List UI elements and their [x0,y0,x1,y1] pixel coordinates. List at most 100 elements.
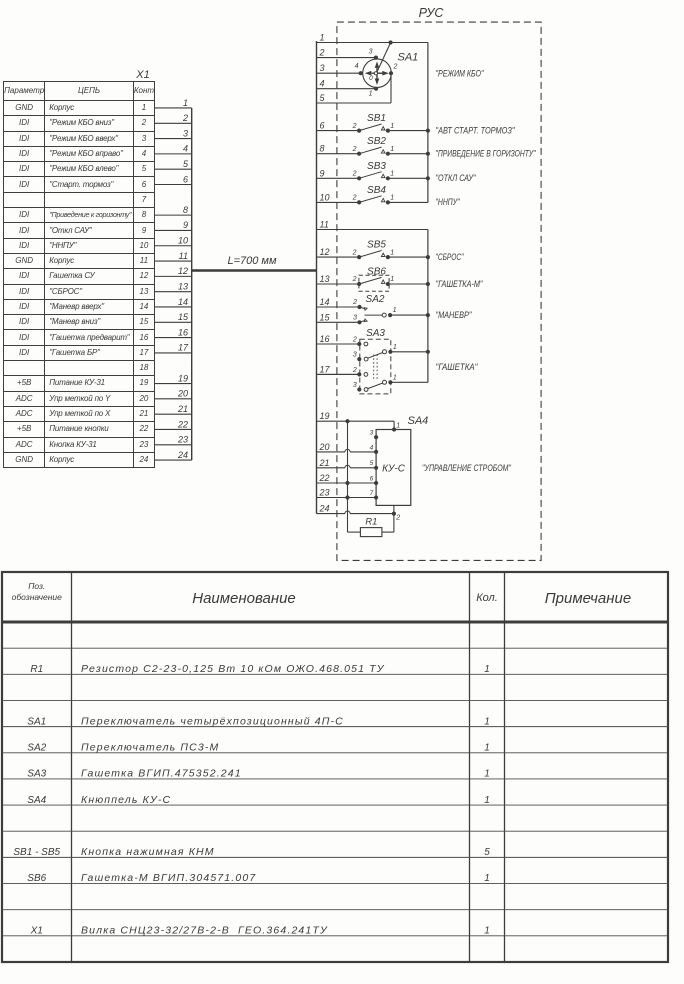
svg-text:3: 3 [320,63,325,73]
svg-text:1: 1 [390,171,394,178]
svg-text:1: 1 [320,33,325,43]
svg-text:1: 1 [390,123,394,130]
svg-text:1: 1 [484,664,490,675]
svg-text:17: 17 [320,364,331,374]
svg-text:SB4: SB4 [367,185,386,196]
svg-text:10: 10 [178,236,188,246]
svg-text:Кнопка нажимная КНМ: Кнопка нажимная КНМ [81,846,215,858]
svg-text:SA4: SA4 [27,795,46,806]
svg-text:12: 12 [320,247,330,257]
svg-text:4: 4 [370,444,374,451]
svg-text:"РЕЖИМ КБО": "РЕЖИМ КБО" [436,68,485,78]
svg-text:"ГАШЕТКА-М": "ГАШЕТКА-М" [436,279,484,289]
svg-text:SA3: SA3 [27,769,46,780]
svg-text:4: 4 [183,144,188,154]
svg-text:15: 15 [178,312,189,322]
svg-text:Поз.: Поз. [28,581,45,591]
svg-text:1: 1 [390,276,394,283]
svg-text:SB6: SB6 [27,873,46,884]
svg-text:2: 2 [393,64,398,71]
svg-text:3: 3 [369,49,373,56]
svg-text:Переключатель ПС3-М: Переключатель ПС3-М [81,741,219,753]
svg-text:8: 8 [183,205,188,215]
svg-text:РУС: РУС [419,6,445,20]
svg-text:Переключатель четырёхпозиционн: Переключатель четырёхпозиционный 4П-С [81,715,344,727]
svg-text:1: 1 [484,873,490,884]
svg-text:Гашетка-М ВГИП.304571.007: Гашетка-М ВГИП.304571.007 [81,872,256,884]
svg-text:17: 17 [178,343,189,353]
svg-text:3: 3 [183,128,188,138]
svg-text:SA3: SA3 [366,328,385,339]
svg-text:Кнюппель КУ-С: Кнюппель КУ-С [81,794,171,806]
svg-text:2: 2 [352,336,357,343]
svg-text:21: 21 [319,458,330,468]
svg-text:11: 11 [320,220,329,230]
svg-text:14: 14 [178,297,188,307]
svg-text:16: 16 [178,327,188,337]
svg-text:2: 2 [352,276,357,283]
svg-text:R1: R1 [365,517,377,528]
svg-text:3: 3 [370,430,374,437]
svg-text:SA1: SA1 [27,716,46,727]
svg-text:1: 1 [484,795,490,806]
svg-text:2: 2 [319,48,325,58]
svg-text:КУ-С: КУ-С [382,464,406,475]
svg-text:SA4: SA4 [408,415,429,427]
svg-text:10: 10 [320,192,330,202]
svg-text:3: 3 [353,352,357,359]
svg-text:2: 2 [352,367,357,374]
svg-text:SB6: SB6 [367,267,386,278]
svg-text:19: 19 [320,411,330,421]
svg-text:5: 5 [183,159,189,169]
svg-text:2: 2 [395,515,400,522]
svg-text:Резистор С2-23-0,125 Вт 10 кОм: Резистор С2-23-0,125 Вт 10 кОм ОЖО.468.0… [81,663,385,675]
svg-text:20: 20 [319,442,330,452]
svg-text:7: 7 [370,490,374,497]
svg-text:1: 1 [393,344,397,351]
svg-text:1: 1 [484,742,490,753]
svg-text:21: 21 [177,404,188,414]
svg-text:24: 24 [177,450,188,460]
svg-text:"ГАШЕТКА": "ГАШЕТКА" [436,362,479,372]
svg-text:16: 16 [320,334,330,344]
svg-text:Примечание: Примечание [545,590,631,607]
svg-text:3: 3 [353,382,357,389]
svg-text:SB3: SB3 [367,161,386,172]
svg-text:1: 1 [393,374,397,381]
svg-text:SB2: SB2 [367,136,386,147]
svg-text:1: 1 [390,249,394,256]
svg-text:Вилка СНЦ23-32/27В-2-В ГЕО.36: Вилка СНЦ23-32/27В-2-В ГЕО.364.241ТУ [81,925,328,937]
svg-text:2: 2 [352,123,357,130]
svg-text:2: 2 [352,299,357,306]
svg-text:"УПРАВЛЕНИЕ СТРОБОМ": "УПРАВЛЕНИЕ СТРОБОМ" [422,463,512,473]
svg-text:23: 23 [177,435,188,445]
svg-text:SA1: SA1 [398,52,419,64]
svg-text:"АВТ СТАРТ. ТОРМОЗ": "АВТ СТАРТ. ТОРМОЗ" [436,125,516,135]
svg-text:5: 5 [320,93,326,103]
svg-text:9: 9 [320,168,325,178]
svg-text:SB5: SB5 [367,240,386,251]
svg-text:SB1: SB1 [367,113,386,124]
svg-text:1: 1 [183,98,188,108]
svg-text:Кол.: Кол. [476,592,498,604]
svg-text:1: 1 [396,423,400,430]
svg-text:8: 8 [320,144,325,154]
svg-text:1: 1 [390,146,394,153]
svg-text:14: 14 [320,297,330,307]
svg-text:"ОТКЛ САУ": "ОТКЛ САУ" [436,173,477,183]
svg-text:6: 6 [183,174,188,184]
svg-text:19: 19 [178,373,188,383]
svg-text:13: 13 [178,281,188,291]
svg-text:Наименование: Наименование [192,590,296,607]
svg-text:20: 20 [177,389,188,399]
svg-text:12: 12 [178,266,188,276]
svg-text:"СБРОС": "СБРОС" [436,252,465,262]
svg-text:1: 1 [484,926,490,937]
svg-text:4: 4 [355,63,359,70]
svg-text:6: 6 [320,121,325,131]
svg-text:X1: X1 [30,926,43,937]
svg-text:2: 2 [352,249,357,256]
svg-text:"МАНЕВР": "МАНЕВР" [436,310,473,320]
svg-text:9: 9 [183,220,188,230]
svg-text:"ПРИВЕДЕНИЕ В ГОРИЗОНТУ": "ПРИВЕДЕНИЕ В ГОРИЗОНТУ" [436,149,537,159]
